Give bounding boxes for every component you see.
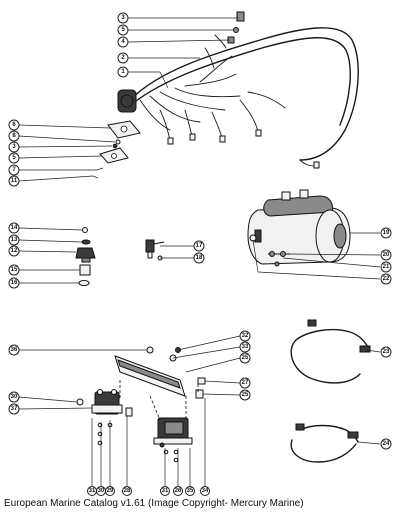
callout-37: 37	[8, 403, 20, 415]
callout-18: 18	[193, 252, 205, 264]
svg-text:24: 24	[383, 441, 390, 447]
svg-text:4: 4	[121, 39, 125, 45]
callout-group-sender: 17 18	[160, 240, 205, 264]
callout-bottom-2: 30	[96, 486, 106, 496]
catalog-caption: European Marine Catalog v1.61 (Image Cop…	[4, 498, 304, 509]
callout-21: 21	[380, 261, 392, 273]
svg-text:8: 8	[12, 133, 16, 139]
svg-text:23: 23	[383, 349, 390, 355]
callout-11: 11	[8, 175, 20, 187]
svg-text:32: 32	[242, 333, 249, 339]
svg-text:3: 3	[121, 15, 125, 21]
callout-19: 19	[380, 227, 392, 239]
callout-24: 24	[380, 438, 392, 450]
starter-motor	[247, 189, 351, 267]
svg-text:35: 35	[187, 488, 194, 494]
svg-text:25: 25	[242, 355, 249, 361]
battery-cable-23	[290, 319, 371, 384]
callout-group-bracket: 32 33 25 27 25 36 30 37	[8, 330, 251, 415]
callout-4: 4	[117, 36, 129, 48]
callout-1: 1	[117, 66, 129, 78]
callout-20: 20	[380, 249, 392, 261]
callout-8: 8	[8, 130, 20, 142]
callout-36: 36	[8, 344, 20, 356]
svg-text:15: 15	[11, 267, 18, 273]
svg-text:7: 7	[12, 167, 16, 173]
callout-16: 16	[8, 277, 20, 289]
svg-text:17: 17	[196, 243, 203, 249]
svg-text:27: 27	[242, 380, 249, 386]
callout-27: 27	[239, 377, 251, 389]
callout-group-top: 3 5 4 2 1	[117, 12, 238, 89]
callout-15: 15	[8, 264, 20, 276]
callout-3-mid: 3	[8, 141, 20, 153]
callout-group-bottom-row: 31 30 29 28 31 26 35 34	[87, 486, 210, 496]
svg-text:19: 19	[383, 230, 390, 236]
callout-33: 33	[239, 341, 251, 353]
wiring-harness	[117, 11, 359, 169]
svg-text:14: 14	[11, 225, 18, 231]
svg-text:30: 30	[11, 394, 18, 400]
callout-12: 12	[8, 245, 20, 257]
callout-23: 23	[380, 346, 392, 358]
svg-text:30: 30	[98, 488, 105, 494]
callout-group-small-left: 14 13 12 15 16	[8, 222, 83, 289]
svg-text:5: 5	[121, 27, 125, 33]
svg-text:29: 29	[107, 488, 114, 494]
mounting-bracket-assembly	[76, 346, 206, 491]
svg-text:26: 26	[175, 488, 182, 494]
svg-text:18: 18	[196, 255, 203, 261]
callout-bottom-3: 29	[105, 486, 115, 496]
svg-text:2: 2	[121, 55, 125, 61]
svg-text:28: 28	[124, 488, 131, 494]
callout-13: 13	[8, 234, 20, 246]
svg-text:12: 12	[11, 248, 18, 254]
sender-part	[145, 239, 165, 261]
callout-bottom-8: 34	[200, 486, 210, 496]
callout-bottom-5: 31	[160, 486, 170, 496]
callout-5-top: 5	[117, 24, 129, 36]
battery-cable-24	[290, 423, 359, 463]
callout-32: 32	[239, 330, 251, 342]
callout-5-mid: 5	[8, 152, 20, 164]
small-parts-left	[75, 227, 96, 286]
callout-22: 22	[380, 273, 392, 285]
callout-bottom-4: 28	[122, 486, 132, 496]
svg-text:20: 20	[383, 252, 390, 258]
svg-text:25: 25	[242, 392, 249, 398]
svg-text:6: 6	[12, 122, 16, 128]
callout-30: 30	[8, 391, 20, 403]
callout-group-cables: 23 24	[357, 346, 392, 450]
svg-text:16: 16	[11, 280, 18, 286]
callout-25-bottom: 25	[239, 389, 251, 401]
svg-text:3: 3	[12, 144, 16, 150]
svg-text:37: 37	[11, 406, 18, 412]
svg-text:36: 36	[11, 347, 18, 353]
callout-14: 14	[8, 222, 20, 234]
svg-text:31: 31	[89, 488, 96, 494]
callout-3-top: 3	[117, 12, 129, 24]
svg-text:22: 22	[383, 276, 390, 282]
svg-text:34: 34	[202, 488, 209, 494]
callout-7: 7	[8, 164, 20, 176]
svg-text:31: 31	[162, 488, 169, 494]
svg-text:21: 21	[383, 264, 390, 270]
parts-diagram: 3 5 4 2 1 6 8 3 5 7 11 14 13 12 15 16	[8, 11, 392, 496]
callout-17: 17	[193, 240, 205, 252]
svg-text:13: 13	[11, 237, 18, 243]
svg-text:11: 11	[11, 178, 18, 184]
callout-2: 2	[117, 52, 129, 64]
svg-text:5: 5	[12, 155, 16, 161]
callout-bottom-6: 26	[173, 486, 183, 496]
callout-bottom-1: 31	[87, 486, 97, 496]
mounting-plate-group	[92, 120, 141, 179]
callout-6: 6	[8, 119, 20, 131]
svg-text:33: 33	[242, 344, 249, 350]
callout-group-plate: 6 8 3 5 7 11	[8, 119, 116, 187]
callout-group-starter: 19 20 21 22	[252, 227, 392, 285]
callout-bottom-7: 35	[185, 486, 195, 496]
svg-text:1: 1	[121, 69, 125, 75]
callout-25-top: 25	[239, 352, 251, 364]
